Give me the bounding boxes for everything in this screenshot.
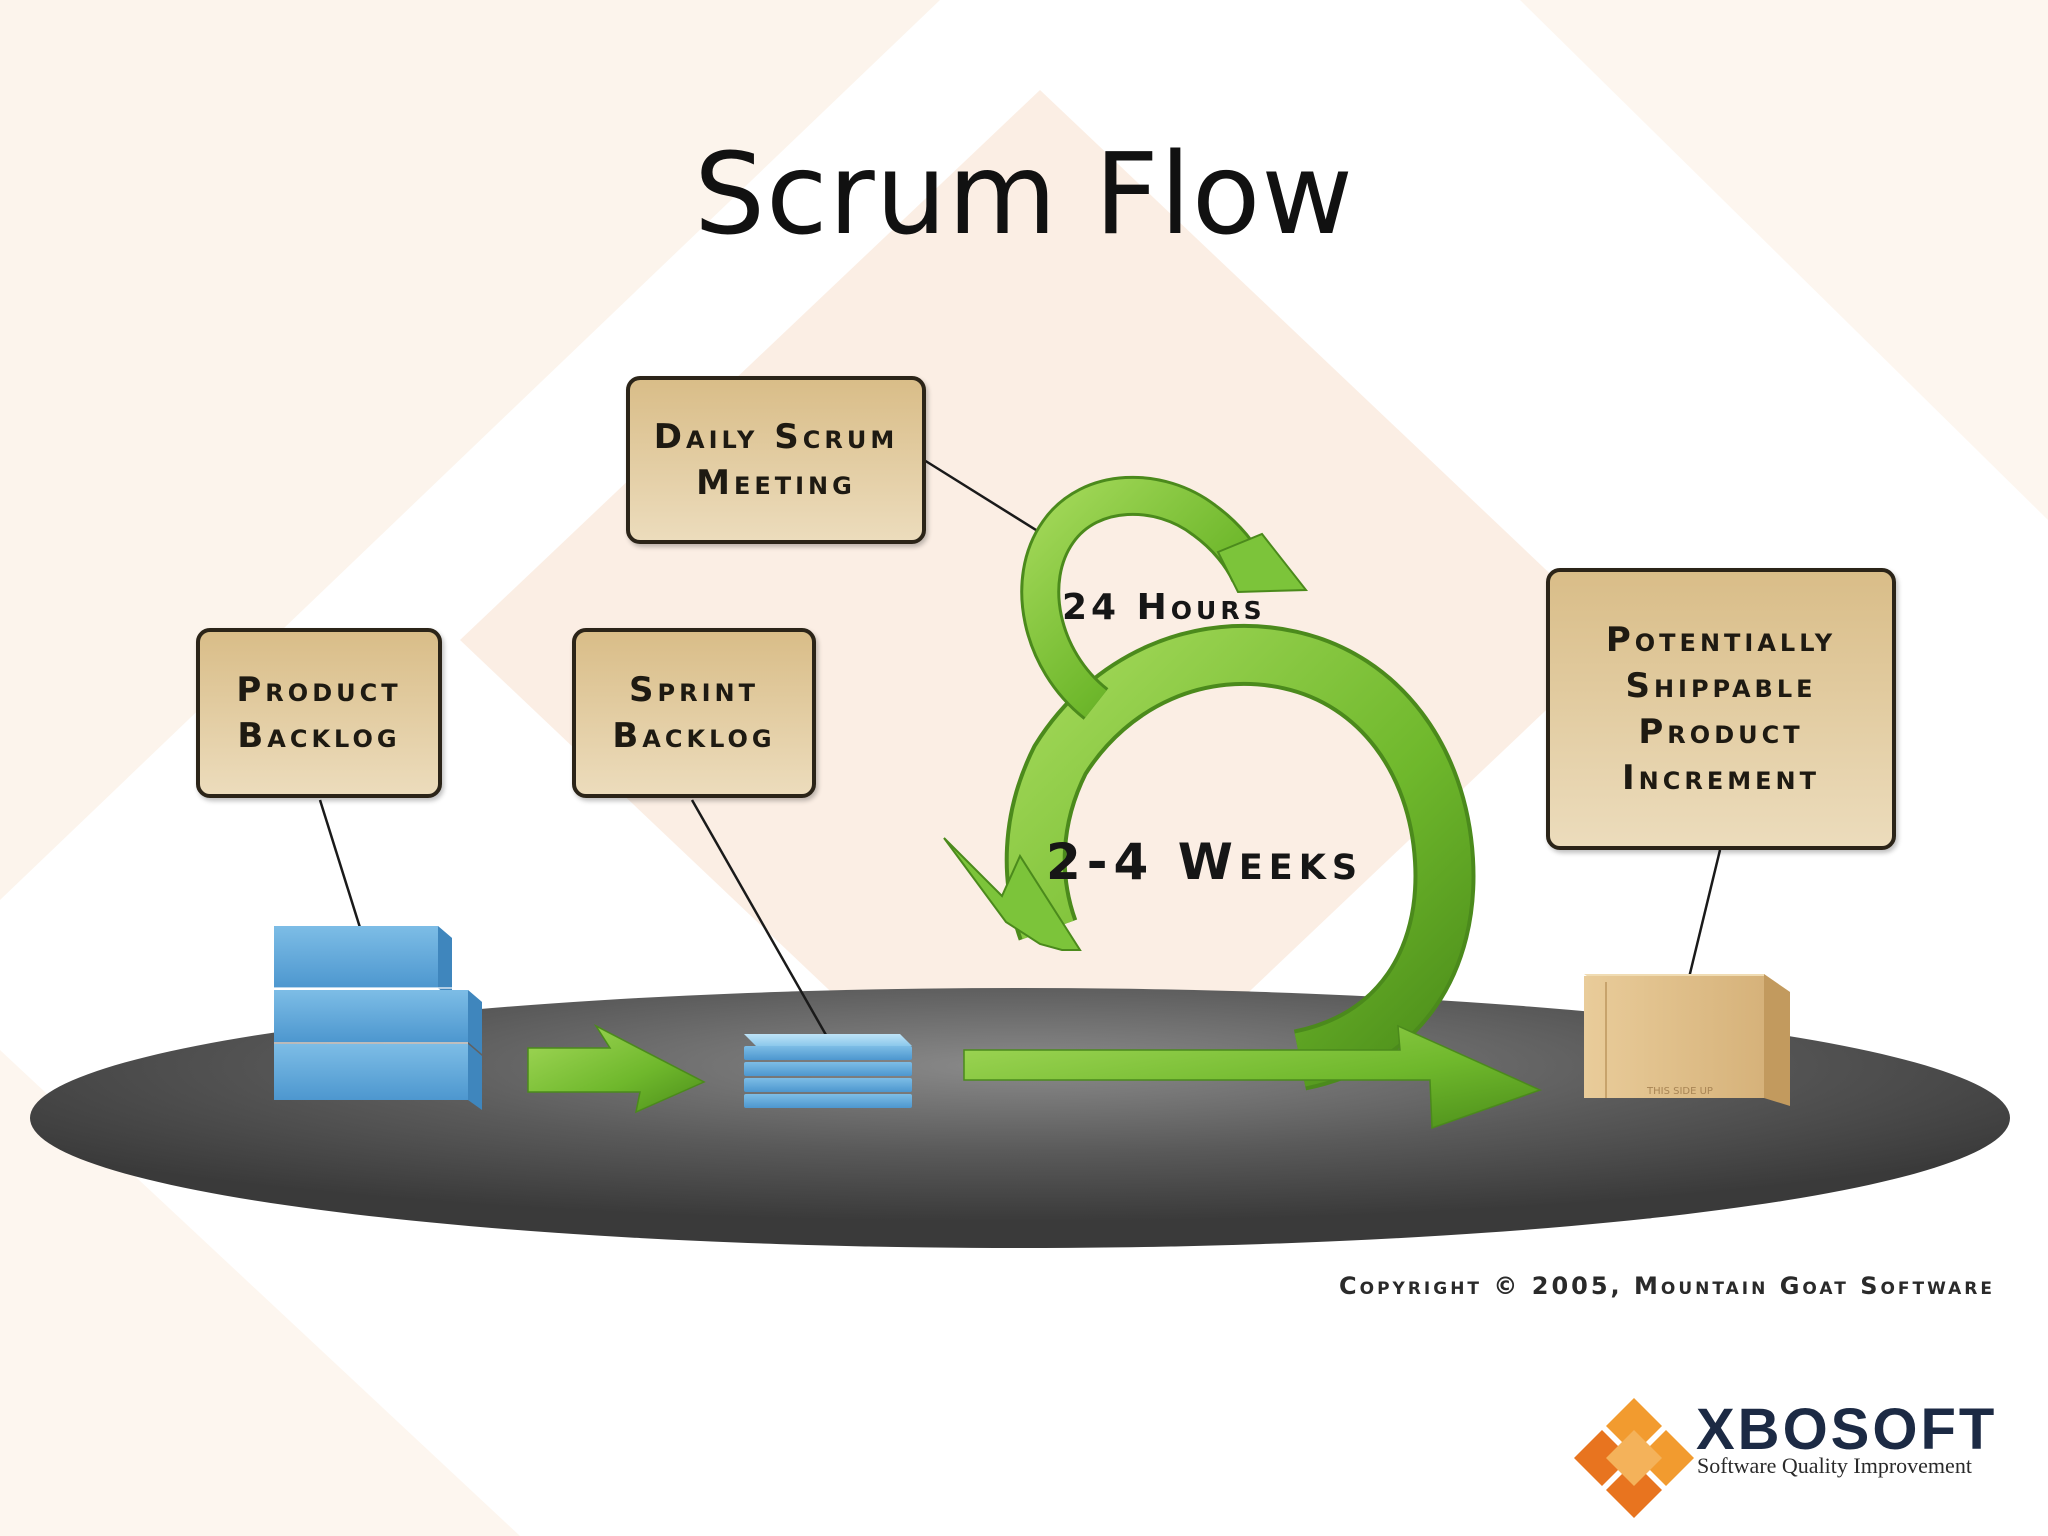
- callout-line: Shippable: [1625, 666, 1817, 706]
- callout-connectors: [318, 458, 1722, 1043]
- daily-cycle-label: 24 Hours: [1062, 587, 1266, 628]
- callout-potentially-shippable-product-increment: Potentially Shippable Product Increment: [1546, 568, 1896, 850]
- slide-title: Scrum Flow: [693, 130, 1355, 260]
- callout-line: Increment: [1622, 758, 1820, 798]
- flow-arrow-small: [527, 1024, 706, 1114]
- daily-cycle-arrow: [1020, 475, 1309, 720]
- callout-sprint-backlog: Sprint Backlog: [572, 628, 816, 798]
- callout-line: Meeting: [696, 463, 856, 503]
- shipping-box-icon: THIS SIDE UP: [1584, 974, 1790, 1106]
- xbosoft-diamond-logo-icon: [1574, 1398, 1694, 1518]
- callout-line: Product: [236, 670, 402, 710]
- copyright-notice: Copyright © 2005, Mountain Goat Software: [1339, 1272, 1995, 1300]
- logo-tagline: Software Quality Improvement: [1697, 1453, 1972, 1478]
- callout-line: Backlog: [612, 716, 776, 756]
- callout-daily-scrum-meeting: Daily Scrum Meeting: [626, 376, 926, 544]
- logo-wordmark: XBOSOFT: [1696, 1397, 1998, 1462]
- callout-line: Product: [1638, 712, 1804, 752]
- box-stamp: THIS SIDE UP: [1646, 1086, 1713, 1097]
- product-backlog-stack-icon: [274, 926, 482, 1110]
- callout-line: Backlog: [237, 716, 401, 756]
- callout-line: Sprint: [629, 670, 759, 710]
- sprint-backlog-stack-icon: [744, 1034, 912, 1108]
- callout-product-backlog: Product Backlog: [196, 628, 442, 798]
- sprint-cycle-arrow: [943, 623, 1476, 1091]
- callout-line: Potentially: [1605, 620, 1837, 660]
- sprint-cycle-label: 2-4 Weeks: [1046, 833, 1364, 891]
- flow-arrow-long: [963, 1024, 1543, 1130]
- platform-ellipse: [30, 988, 2010, 1248]
- bg-shape-right: [1520, 0, 2048, 520]
- callout-line: Daily Scrum: [653, 417, 899, 457]
